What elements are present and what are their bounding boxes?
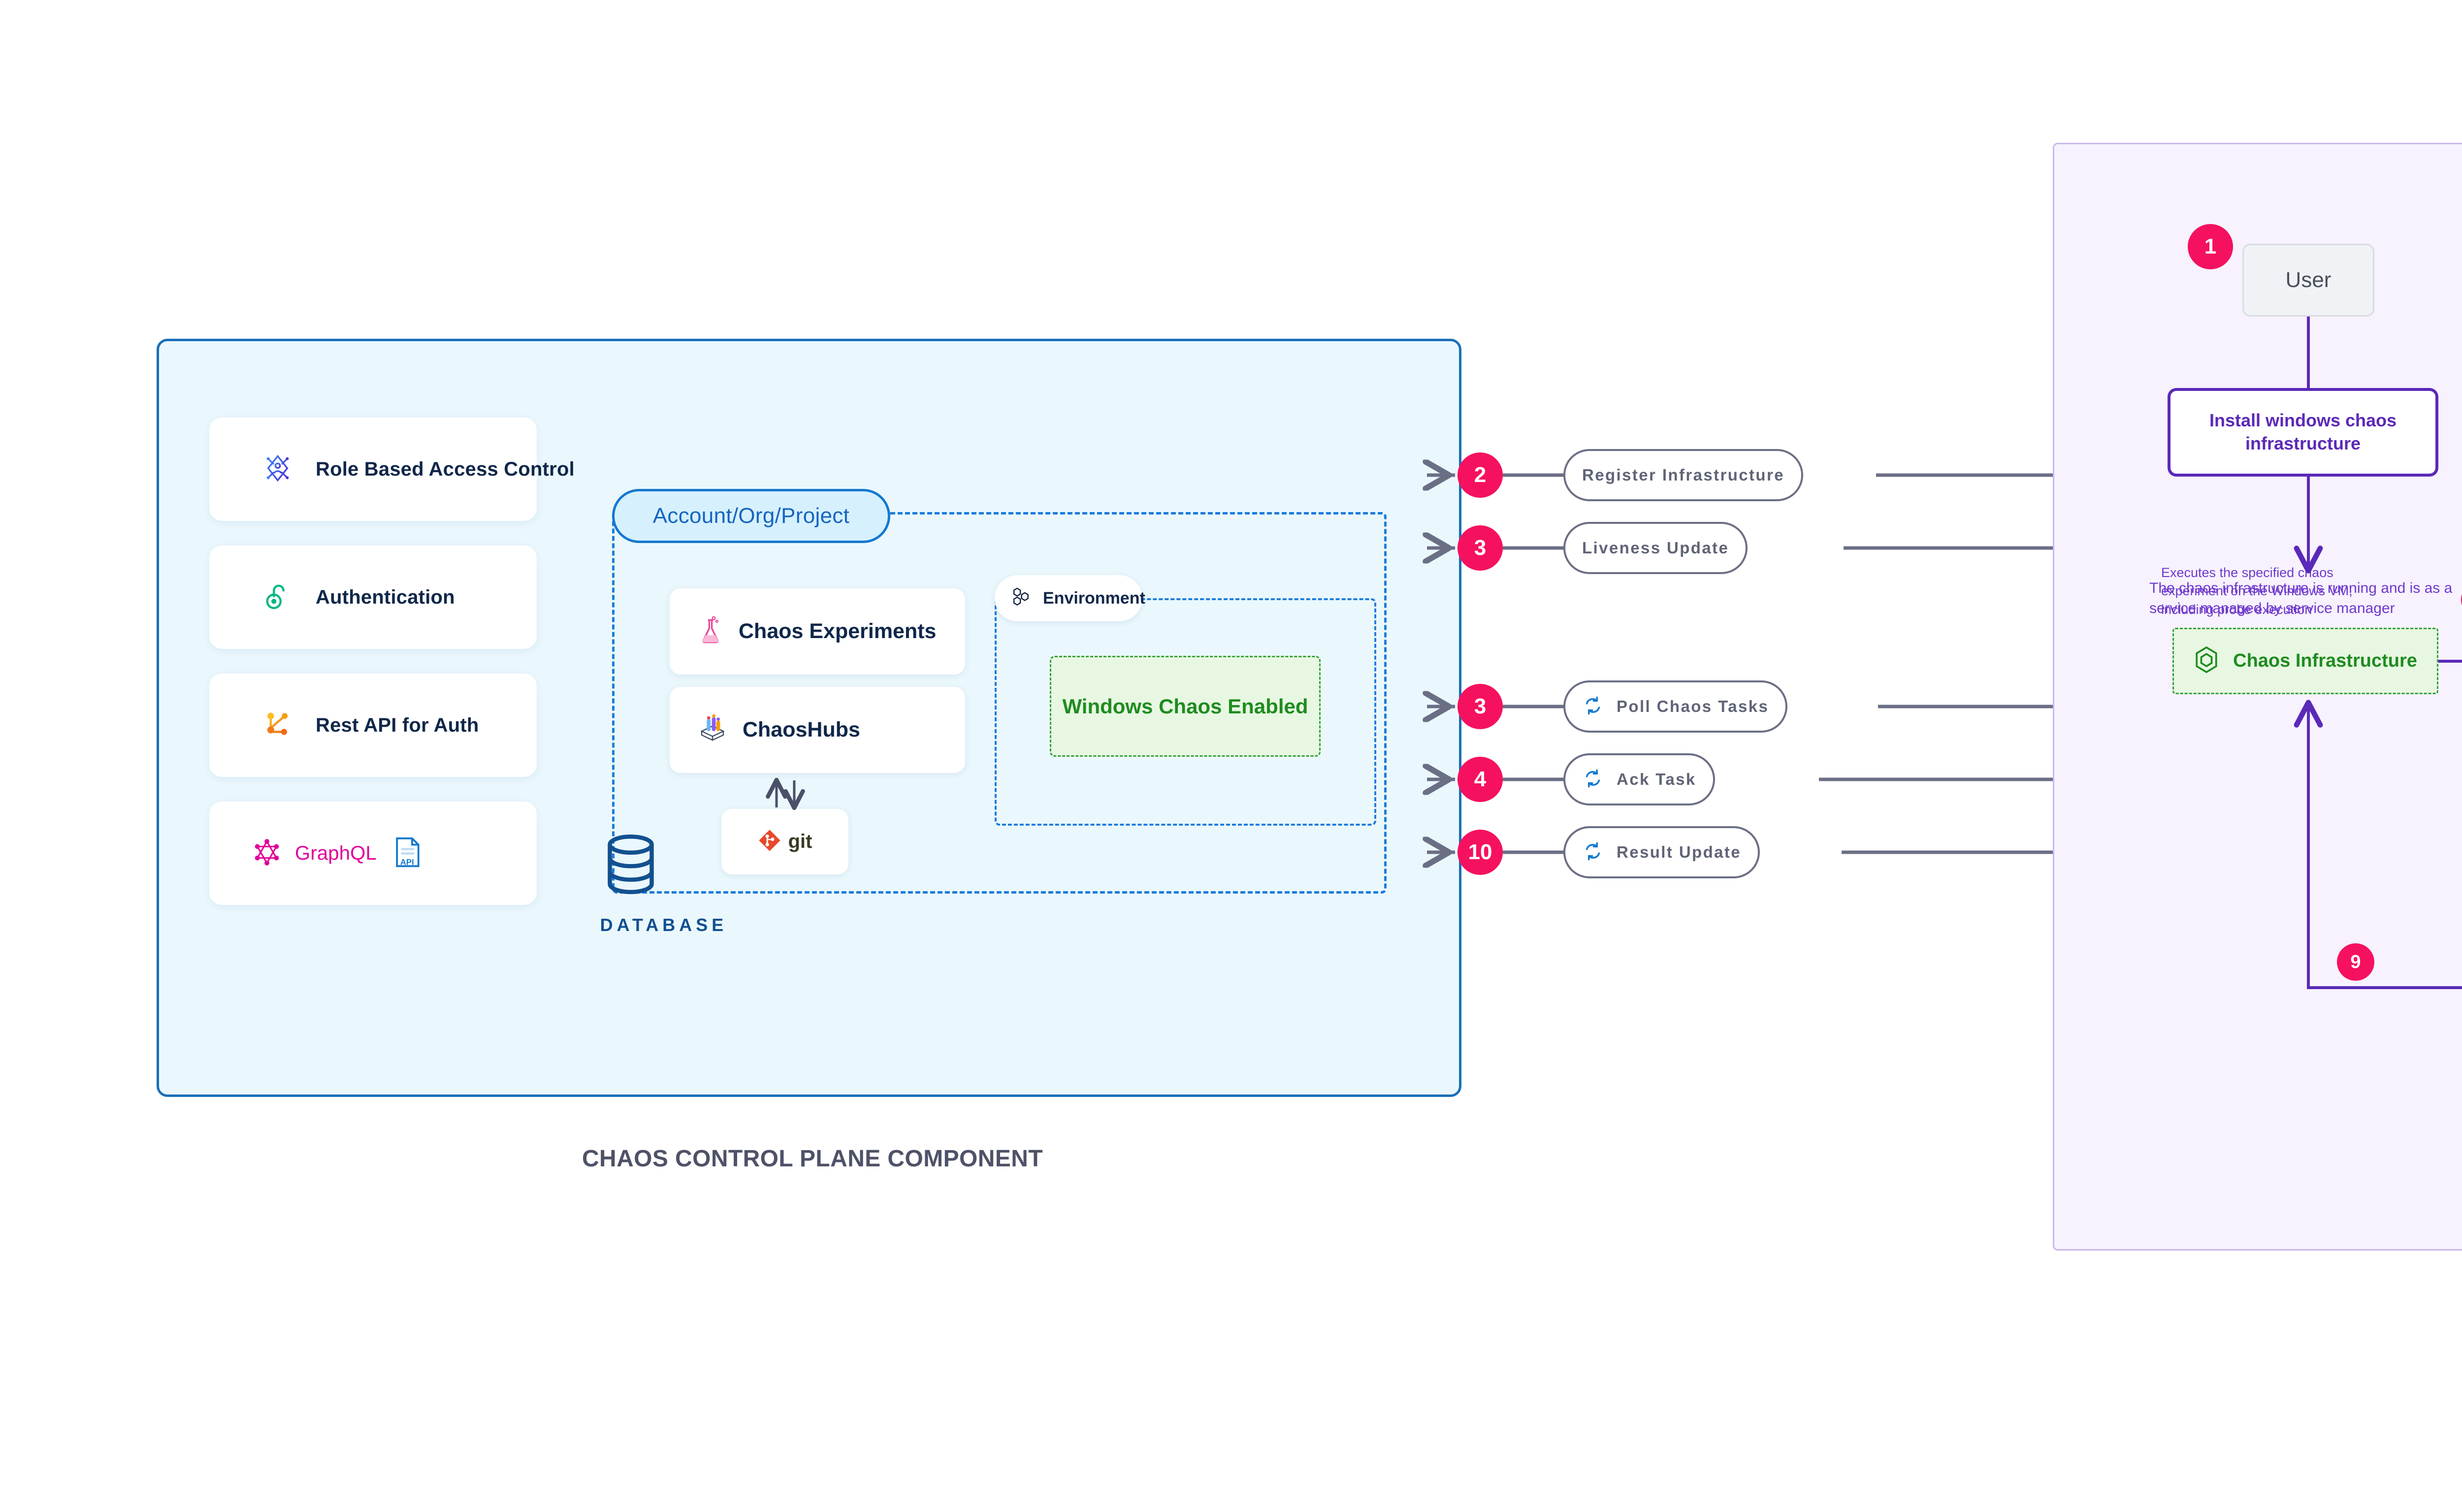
- refresh-cycle-icon: [1582, 768, 1604, 792]
- windows-chaos-enabled-label: Windows Chaos Enabled: [1062, 694, 1308, 718]
- account-org-project-label: Account/Org/Project: [652, 504, 850, 528]
- connector-pill[interactable]: Result Update: [1563, 826, 1760, 878]
- api-document-icon: API: [393, 836, 422, 870]
- connector-pill[interactable]: Register Infrastructure: [1563, 449, 1803, 501]
- connector-row-liveness-update[interactable]: 3 Liveness Update: [1458, 518, 1748, 578]
- feature-card-rbac[interactable]: Role Based Access Control: [209, 418, 575, 521]
- connector-row-poll-chaos-tasks[interactable]: 3 Poll Chaos Tasks: [1458, 677, 1788, 736]
- card-label: git: [788, 831, 812, 852]
- refresh-cycle-icon: [1582, 695, 1604, 719]
- environment-label: Environment: [1043, 588, 1145, 608]
- feature-card-authentication[interactable]: Authentication: [209, 546, 537, 649]
- chaos-infrastructure-box[interactable]: Chaos Infrastructure: [2172, 628, 2438, 694]
- feature-card-label: Authentication: [316, 586, 455, 608]
- install-windows-chaos-infrastructure-box[interactable]: Install windows chaos infrastructure: [2168, 388, 2438, 477]
- refresh-cycle-icon: [1582, 840, 1604, 865]
- connector-label: Poll Chaos Tasks: [1617, 697, 1769, 715]
- card-git[interactable]: git: [721, 809, 848, 874]
- database-label: DATABASE: [600, 915, 728, 935]
- connector-badge: 3: [1458, 525, 1503, 571]
- feature-card-rest-api[interactable]: Rest API for Auth: [209, 674, 537, 777]
- card-chaoshubs[interactable]: ChaosHubs: [670, 687, 965, 773]
- card-label: ChaosHubs: [743, 718, 860, 741]
- connector-label: Register Infrastructure: [1582, 466, 1784, 484]
- step-badge-9: 9: [2337, 943, 2374, 981]
- connector-badge: 4: [1458, 757, 1503, 802]
- chaos-execution-plane-panel: [2053, 143, 2462, 1251]
- connector-badge: 3: [1458, 684, 1503, 729]
- environment-chip[interactable]: Environment: [995, 575, 1145, 621]
- connector-pill[interactable]: Poll Chaos Tasks: [1563, 680, 1788, 733]
- user-box[interactable]: User: [2242, 244, 2374, 317]
- connector-label: Result Update: [1617, 843, 1742, 861]
- install-box-label: Install windows chaos infrastructure: [2209, 410, 2397, 453]
- feature-card-label: GraphQL: [295, 842, 377, 864]
- connector-label: Liveness Update: [1582, 539, 1729, 557]
- authentication-lock-icon: [262, 581, 293, 614]
- hexagon-chaos-icon: [2194, 645, 2219, 676]
- feature-card-label: Rest API for Auth: [316, 714, 479, 736]
- flask-icon: [697, 615, 724, 648]
- graphql-icon: [252, 837, 282, 870]
- test-tube-rack-icon: [697, 713, 728, 746]
- connector-label: Ack Task: [1617, 770, 1696, 788]
- account-org-project-region: [612, 512, 1387, 894]
- rbac-icon: [262, 453, 293, 486]
- account-org-project-chip[interactable]: Account/Org/Project: [612, 489, 890, 543]
- git-icon: [758, 829, 781, 855]
- connector-badge: 2: [1458, 452, 1503, 498]
- connector-badge: 10: [1458, 830, 1503, 875]
- execution-plane-title: CHAOS EXECUTION PLANE COMPONENT: [2364, 1316, 2462, 1343]
- connector-pill[interactable]: Liveness Update: [1563, 522, 1748, 574]
- connector-row-ack-task[interactable]: 4 Ack Task: [1458, 750, 1715, 809]
- note-executes-experiment: Executes the specified chaos experiment …: [2161, 565, 2353, 617]
- chaos-infrastructure-label: Chaos Infrastructure: [2233, 650, 2417, 671]
- feature-card-graphql[interactable]: GraphQL API: [209, 802, 537, 905]
- connector-row-register-infrastructure[interactable]: 2 Register Infrastructure: [1458, 446, 1803, 505]
- user-label: User: [2285, 268, 2332, 292]
- card-label: Chaos Experiments: [739, 619, 937, 643]
- connector-pill[interactable]: Ack Task: [1563, 753, 1715, 805]
- step-badge-1: 1: [2188, 224, 2233, 269]
- note-chaos-infrastructure-running: The chaos infrastructure is running and …: [2149, 580, 2453, 616]
- connector-row-result-update[interactable]: 10 Result Update: [1458, 823, 1760, 882]
- rest-api-icon: [262, 709, 293, 742]
- hexagon-cluster-icon: [1011, 586, 1033, 611]
- svg-text:API: API: [400, 857, 414, 867]
- windows-chaos-enabled-badge: Windows Chaos Enabled: [1050, 656, 1321, 757]
- environment-region: [995, 598, 1376, 826]
- feature-card-label: Role Based Access Control: [316, 458, 575, 480]
- control-plane-title: CHAOS CONTROL PLANE COMPONENT: [582, 1146, 1043, 1172]
- database-cylinder-icon: [604, 833, 658, 901]
- step-badge-6: 6: [2461, 582, 2462, 617]
- card-chaos-experiments[interactable]: Chaos Experiments: [670, 588, 965, 675]
